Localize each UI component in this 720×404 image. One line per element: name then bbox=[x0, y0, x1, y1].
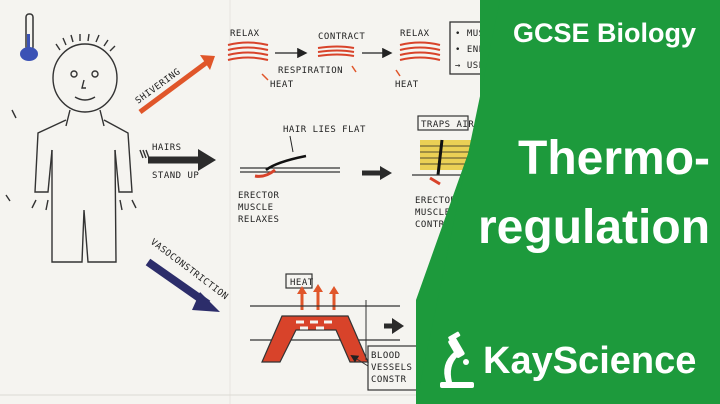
relax-right-label: RELAX bbox=[400, 29, 430, 39]
box-line-3: → USE bbox=[455, 61, 485, 71]
hair-flat-diagram: HAIR LIES FLAT ERECTOR MUSCLE RELAXES bbox=[238, 125, 366, 225]
erector-label-2: MUSCLE bbox=[238, 203, 274, 213]
respiration-label: RESPIRATION bbox=[278, 66, 343, 76]
person-drawing bbox=[5, 33, 150, 263]
heat-left-label: HEAT bbox=[270, 80, 294, 90]
erector2-label-1: ERECTOR bbox=[415, 196, 457, 206]
heat-box-label: HEAT bbox=[290, 278, 314, 288]
vessels-label-3: CONSTR bbox=[371, 375, 407, 385]
erector-label-1: ERECTOR bbox=[238, 191, 280, 201]
box-line-2: • ENERG bbox=[455, 45, 496, 55]
title-line-2: regulation bbox=[478, 201, 711, 254]
heat-right-label: HEAT bbox=[395, 80, 419, 90]
title-line-1: Thermo- bbox=[518, 132, 710, 185]
thermometer-icon bbox=[20, 13, 38, 61]
vessels-label-1: BLOOD bbox=[371, 351, 401, 361]
contract-label: CONTRACT bbox=[318, 32, 365, 42]
shivering-arrow bbox=[138, 57, 212, 115]
erector-label-3: RELAXES bbox=[238, 215, 279, 225]
relax-left-label: RELAX bbox=[230, 29, 260, 39]
hairs-label-1: HAIRS bbox=[152, 143, 182, 153]
blood-vessel-diagram: HEAT BLOOD VESSELS CONSTR bbox=[250, 273, 419, 391]
vessels-label-2: VESSELS bbox=[371, 363, 412, 373]
microscope-icon bbox=[440, 331, 474, 388]
erector2-label-2: MUSCLE bbox=[415, 208, 451, 218]
erector2-label-3: CONTRA bbox=[415, 220, 451, 230]
brand-name: KayScience bbox=[483, 340, 697, 382]
box-line-1: • MUSCLE bbox=[455, 29, 502, 39]
traps-air-label: TRAPS AIR bbox=[421, 120, 474, 130]
hairs-label-2: STAND UP bbox=[152, 171, 199, 181]
subject-label: GCSE Biology bbox=[513, 18, 697, 48]
hair-lies-flat-label: HAIR LIES FLAT bbox=[283, 125, 366, 135]
